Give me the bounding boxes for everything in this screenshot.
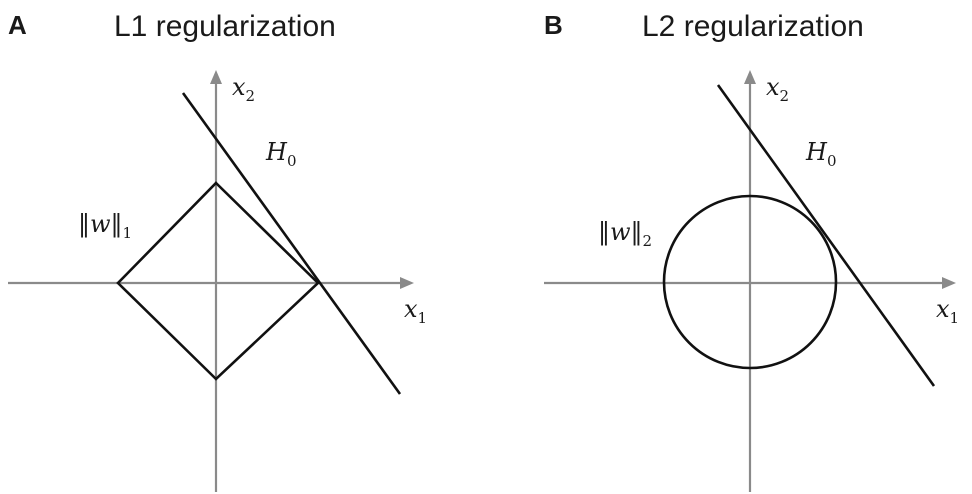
panel-a: A L1 regularization x2 x1 H0 ‖w‖1 [8, 10, 427, 492]
panel-b: B L2 regularization x2 x1 H0 ‖w‖2 [544, 10, 959, 492]
panel-a-hyperplane-label: H0 [265, 138, 296, 170]
panel-b-hyperplane-line [716, 84, 936, 387]
panel-b-hyperplane-label: H0 [805, 138, 836, 170]
panel-b-x-axis-label: x1 [936, 295, 959, 327]
panel-b-letter: B [544, 10, 563, 40]
panel-a-letter: A [8, 10, 27, 40]
panel-a-title: L1 regularization [114, 10, 336, 43]
panel-a-x-axis-label: x1 [404, 295, 427, 327]
panel-a-norm-label: ‖w‖1 [78, 210, 132, 242]
panel-a-y-arrow [210, 70, 222, 84]
panel-a-l1-diamond [116, 181, 320, 381]
panel-b-l2-circle [662, 194, 838, 370]
panel-b-y-axis-label: x2 [766, 73, 789, 105]
panel-a-x-arrow [400, 277, 414, 289]
panel-b-y-arrow [744, 70, 756, 84]
panel-b-title: L2 regularization [642, 10, 864, 43]
panel-b-x-arrow [942, 277, 956, 289]
panel-a-hyperplane-line [181, 92, 402, 395]
panel-a-y-axis-label: x2 [232, 73, 255, 105]
panel-b-norm-label: ‖w‖2 [598, 218, 652, 250]
